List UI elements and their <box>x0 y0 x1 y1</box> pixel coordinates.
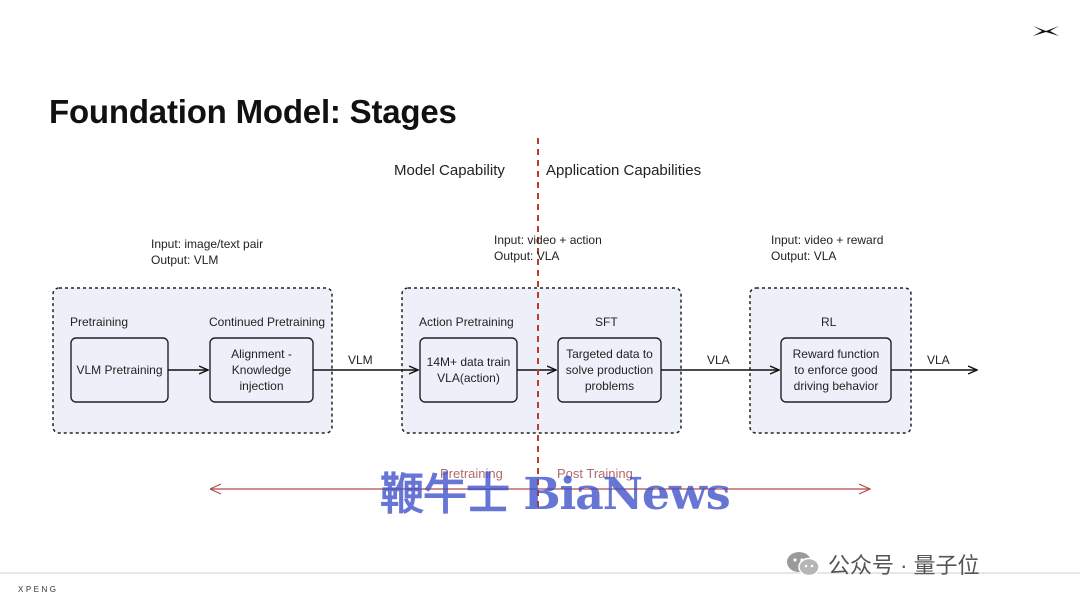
io-rl-input: Input: video + reward <box>771 233 884 247</box>
edge-label-vlm: VLM <box>348 353 373 367</box>
io-pretraining-output: Output: VLM <box>151 253 219 267</box>
label-pretraining: Pretraining <box>70 315 129 329</box>
header-model-capability: Model Capability <box>394 162 505 179</box>
label-action-pretraining: Action Pretraining <box>419 315 514 329</box>
text-vlm-pretraining: VLM Pretraining <box>76 363 163 377</box>
label-sft: SFT <box>595 315 618 329</box>
xpeng-logo-icon <box>1033 26 1059 36</box>
brand-footer: XPENG <box>18 585 59 594</box>
text-targeted: Targeted data to solve production proble… <box>565 347 654 393</box>
text-reward: Reward function to enforce good driving … <box>792 347 880 393</box>
wechat-attribution: 公众号 · 量子位 <box>786 548 980 580</box>
io-action-output: Output: VLA <box>494 249 560 263</box>
io-pretraining: Input: image/text pair Output: VLM <box>151 236 263 268</box>
edge-label-vla-1: VLA <box>707 353 730 367</box>
io-action: Input: video + action Output: VLA <box>494 232 602 264</box>
page-title: Foundation Model: Stages <box>49 93 457 130</box>
wechat-icon <box>786 550 820 578</box>
io-rl: Input: video + reward Output: VLA <box>771 232 883 264</box>
header-application-capabilities: Application Capabilities <box>546 162 702 179</box>
label-rl: RL <box>821 315 837 329</box>
io-action-input: Input: video + action <box>494 233 602 247</box>
text-alignment: Alignment - Knowledge injection <box>231 347 292 393</box>
text-data-train: 14M+ data train VLA(action) <box>426 355 511 385</box>
phase-pretraining: Pretraining <box>440 466 503 481</box>
io-pretraining-input: Input: image/text pair <box>151 237 264 251</box>
io-rl-output: Output: VLA <box>771 249 837 263</box>
edge-label-vla-2: VLA <box>927 353 950 367</box>
phase-post-training: Post Training <box>557 466 633 481</box>
label-continued-pretraining: Continued Pretraining <box>209 315 326 329</box>
wechat-account-text: 公众号 · 量子位 <box>828 553 980 578</box>
watermark: 鞭牛士 BiaNews <box>380 469 731 520</box>
